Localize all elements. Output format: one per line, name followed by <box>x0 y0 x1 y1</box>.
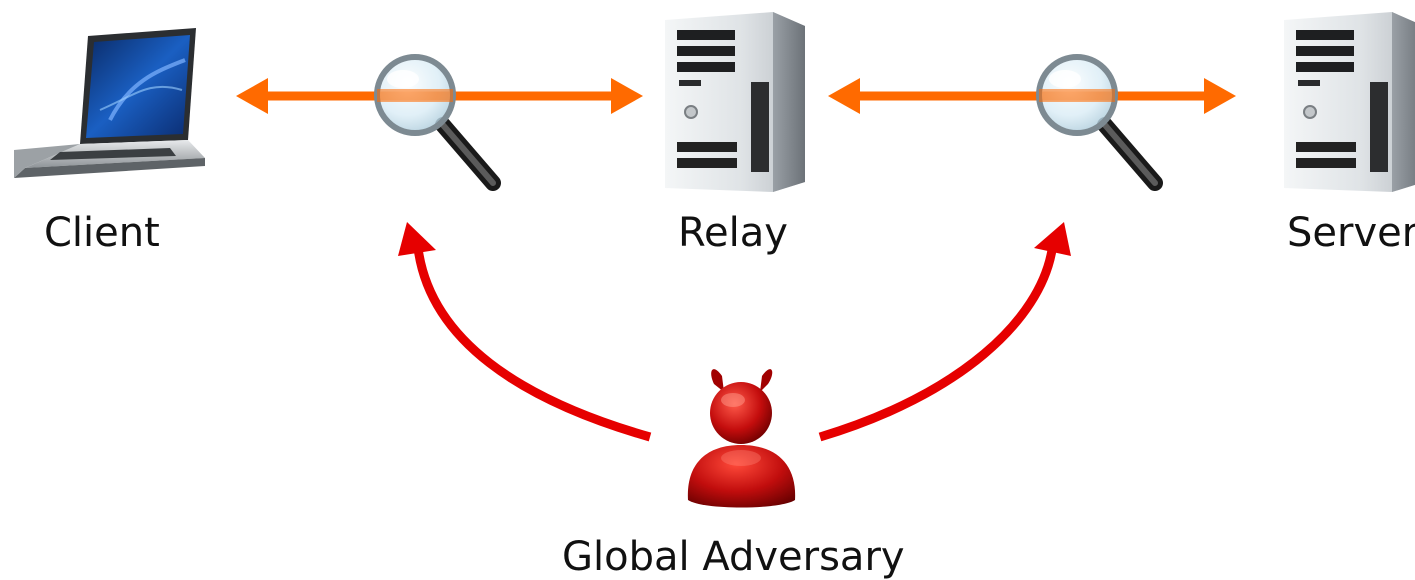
node-label-relay: Relay <box>678 210 788 256</box>
node-label-server: Server <box>1287 210 1415 256</box>
node-label-client: Client <box>44 210 160 256</box>
arrowhead-left <box>828 78 860 114</box>
link-relay-server <box>828 78 1236 114</box>
arrowhead-right <box>611 78 643 114</box>
node-label-adversary: Global Adversary <box>562 534 905 580</box>
server-tower-icon <box>665 12 805 192</box>
devil-user-icon <box>687 369 796 508</box>
observe-arrow-left <box>398 222 652 442</box>
arrowhead-left <box>236 78 268 114</box>
observe-arrow-right <box>818 222 1071 442</box>
magnifier-icon <box>1036 54 1163 191</box>
laptop-icon <box>14 28 205 178</box>
server-tower-icon <box>1284 12 1415 192</box>
arrowhead-right <box>1204 78 1236 114</box>
magnifier-icon <box>374 54 501 191</box>
